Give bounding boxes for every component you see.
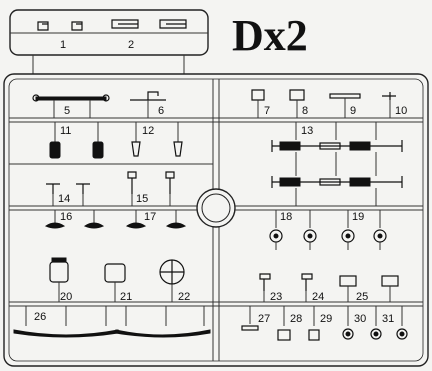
part-23-shape <box>259 273 271 302</box>
part-number: 1 <box>60 39 66 51</box>
part-number: 10 <box>395 105 407 117</box>
part-13-shape <box>271 122 403 206</box>
part-number: 16 <box>60 211 72 223</box>
part-5-shape <box>32 94 110 118</box>
part-30-shape <box>342 306 354 340</box>
part-number: 31 <box>382 313 394 325</box>
part-1-shape <box>37 21 83 31</box>
part-number: 7 <box>264 105 270 117</box>
part-number: 23 <box>270 291 282 303</box>
part-number: 15 <box>136 193 148 205</box>
part-number: 17 <box>144 211 156 223</box>
part-number: 8 <box>302 105 308 117</box>
part-number: 22 <box>178 291 190 303</box>
part-25-shape <box>339 275 399 302</box>
part-10-shape <box>382 92 396 118</box>
sheet-title: Dx2 <box>232 11 308 60</box>
part-12-shape <box>131 122 183 157</box>
part-number: 6 <box>158 105 164 117</box>
part-27-shape <box>241 306 259 331</box>
part-26-shape <box>13 306 211 338</box>
part-number: 19 <box>352 211 364 223</box>
part-18-shape <box>269 210 317 250</box>
part-15-shape <box>127 171 175 206</box>
sprue-hub <box>196 188 236 228</box>
part-number: 21 <box>120 291 132 303</box>
part-29-shape <box>308 306 320 341</box>
part-2-shape <box>111 19 187 29</box>
part-24-shape <box>301 273 313 302</box>
part-number: 2 <box>128 39 134 51</box>
part-20-shape <box>49 257 69 302</box>
part-17-shape <box>125 210 187 229</box>
part-31-shape <box>370 306 408 340</box>
part-9-shape <box>329 93 361 118</box>
main-sprue-inner-frame <box>8 78 424 362</box>
part-number: 11 <box>60 125 71 137</box>
part-6-shape <box>130 91 166 118</box>
part-number: 28 <box>290 313 302 325</box>
part-8-shape <box>289 89 305 118</box>
part-22-shape <box>159 259 185 302</box>
part-11-shape <box>49 122 104 159</box>
part-number: 9 <box>350 105 356 117</box>
part-21-shape <box>104 263 126 302</box>
part-number: 20 <box>60 291 72 303</box>
part-16-shape <box>44 210 105 229</box>
part-number: 13 <box>301 125 313 137</box>
part-number: 12 <box>142 125 154 137</box>
part-14-shape <box>46 183 90 206</box>
part-number: 24 <box>312 291 324 303</box>
part-number: 30 <box>354 313 366 325</box>
part-number: 14 <box>58 193 70 205</box>
part-number: 25 <box>356 291 368 303</box>
part-number: 18 <box>280 211 292 223</box>
main-sprue-frame <box>3 73 429 367</box>
part-number: 26 <box>34 311 46 323</box>
part-number: 5 <box>64 105 70 117</box>
part-7-shape <box>251 89 265 118</box>
part-28-shape <box>277 306 291 341</box>
part-19-shape <box>341 210 387 250</box>
part-number: 29 <box>320 313 332 325</box>
sprue-hub-inner <box>201 193 231 223</box>
part-number: 27 <box>258 313 270 325</box>
